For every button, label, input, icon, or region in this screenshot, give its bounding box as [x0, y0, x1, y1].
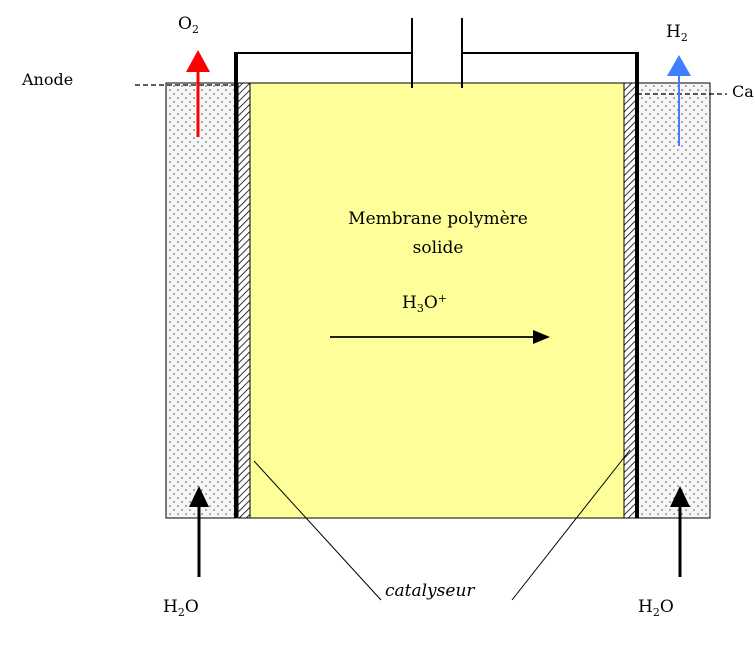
- catalyst-layer-right: [623, 82, 637, 519]
- water-in-right-arrow-icon: [670, 486, 690, 577]
- anode-porous-layer: [165, 82, 237, 519]
- membrane-label-line2: solide: [413, 238, 464, 258]
- catalyst-pointer-left: [253, 460, 382, 601]
- cathode-label: Ca: [732, 82, 754, 101]
- ion-label: H3O+: [402, 292, 447, 315]
- water-right-label: H2O: [638, 597, 674, 619]
- water-left-label: H2O: [163, 597, 199, 619]
- capacitor-icon: [236, 18, 637, 88]
- water-in-left-arrow-icon: [189, 486, 209, 577]
- catalyst-pointer-right: [511, 449, 631, 601]
- oxygen-label: O2: [178, 14, 199, 36]
- catalyst-label: catalyseur: [385, 581, 475, 601]
- membrane: [249, 82, 625, 519]
- cathode-porous-layer: [636, 82, 711, 519]
- oxygen-out-arrow-icon: [186, 50, 210, 137]
- catalyst-layer-left: [237, 82, 251, 519]
- membrane-label-line1: Membrane polymère: [348, 209, 528, 229]
- ion-migration-arrow-icon: [330, 330, 550, 344]
- anode-label: Anode: [21, 70, 73, 89]
- hydrogen-label: H2: [666, 22, 688, 44]
- hydrogen-out-arrow-icon: [667, 55, 691, 146]
